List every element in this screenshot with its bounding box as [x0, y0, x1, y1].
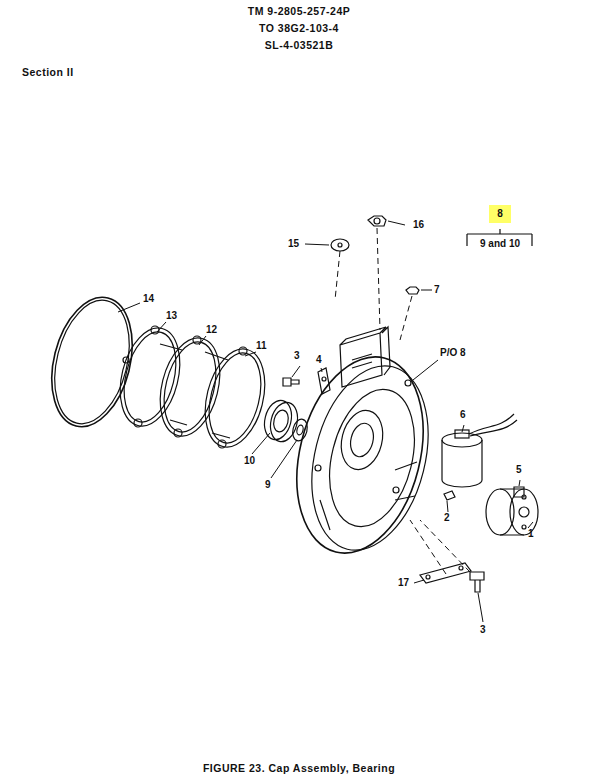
key: [444, 491, 455, 500]
nut: [368, 216, 386, 226]
gaskets: [111, 322, 275, 454]
figure-caption: FIGURE 23. Cap Assembly, Bearing: [203, 762, 395, 774]
leader-lines: [118, 221, 533, 622]
document-number: SL-4-03521B: [265, 39, 334, 51]
callout-number: 2: [444, 512, 450, 524]
callout-number: 13: [166, 310, 177, 322]
document-number: TO 38G2-103-4: [259, 22, 339, 34]
section-heading: Section II: [22, 66, 74, 78]
callout-number: 9 and 10: [480, 238, 520, 250]
callout-number: 3: [294, 350, 300, 362]
callout-number: 8: [489, 205, 511, 223]
screw: [283, 368, 330, 394]
callout-number: 4: [316, 354, 322, 366]
callout-number: 5: [516, 464, 522, 476]
callout-number: 9: [265, 479, 271, 491]
o-ring-inner: [43, 292, 141, 431]
solenoid: [442, 414, 517, 487]
callout-number: 15: [288, 238, 299, 250]
callout-number: 12: [206, 324, 217, 336]
callout-number: 3: [480, 624, 486, 636]
callout-number: 6: [460, 409, 466, 421]
callout-number: P/O 8: [440, 347, 466, 359]
callout-number: 16: [413, 219, 424, 231]
nut: [406, 287, 419, 294]
callout-number: 7: [434, 284, 440, 296]
callout-number: 11: [256, 340, 267, 352]
housing: [278, 327, 447, 567]
bolt: [470, 572, 484, 592]
washer: [331, 239, 349, 251]
document-number: TM 9-2805-257-24P: [248, 5, 350, 17]
callout-number: 1: [528, 528, 534, 540]
callout-number: 17: [398, 577, 409, 589]
callout-number: 14: [143, 293, 154, 305]
callout-number: 10: [244, 455, 255, 467]
